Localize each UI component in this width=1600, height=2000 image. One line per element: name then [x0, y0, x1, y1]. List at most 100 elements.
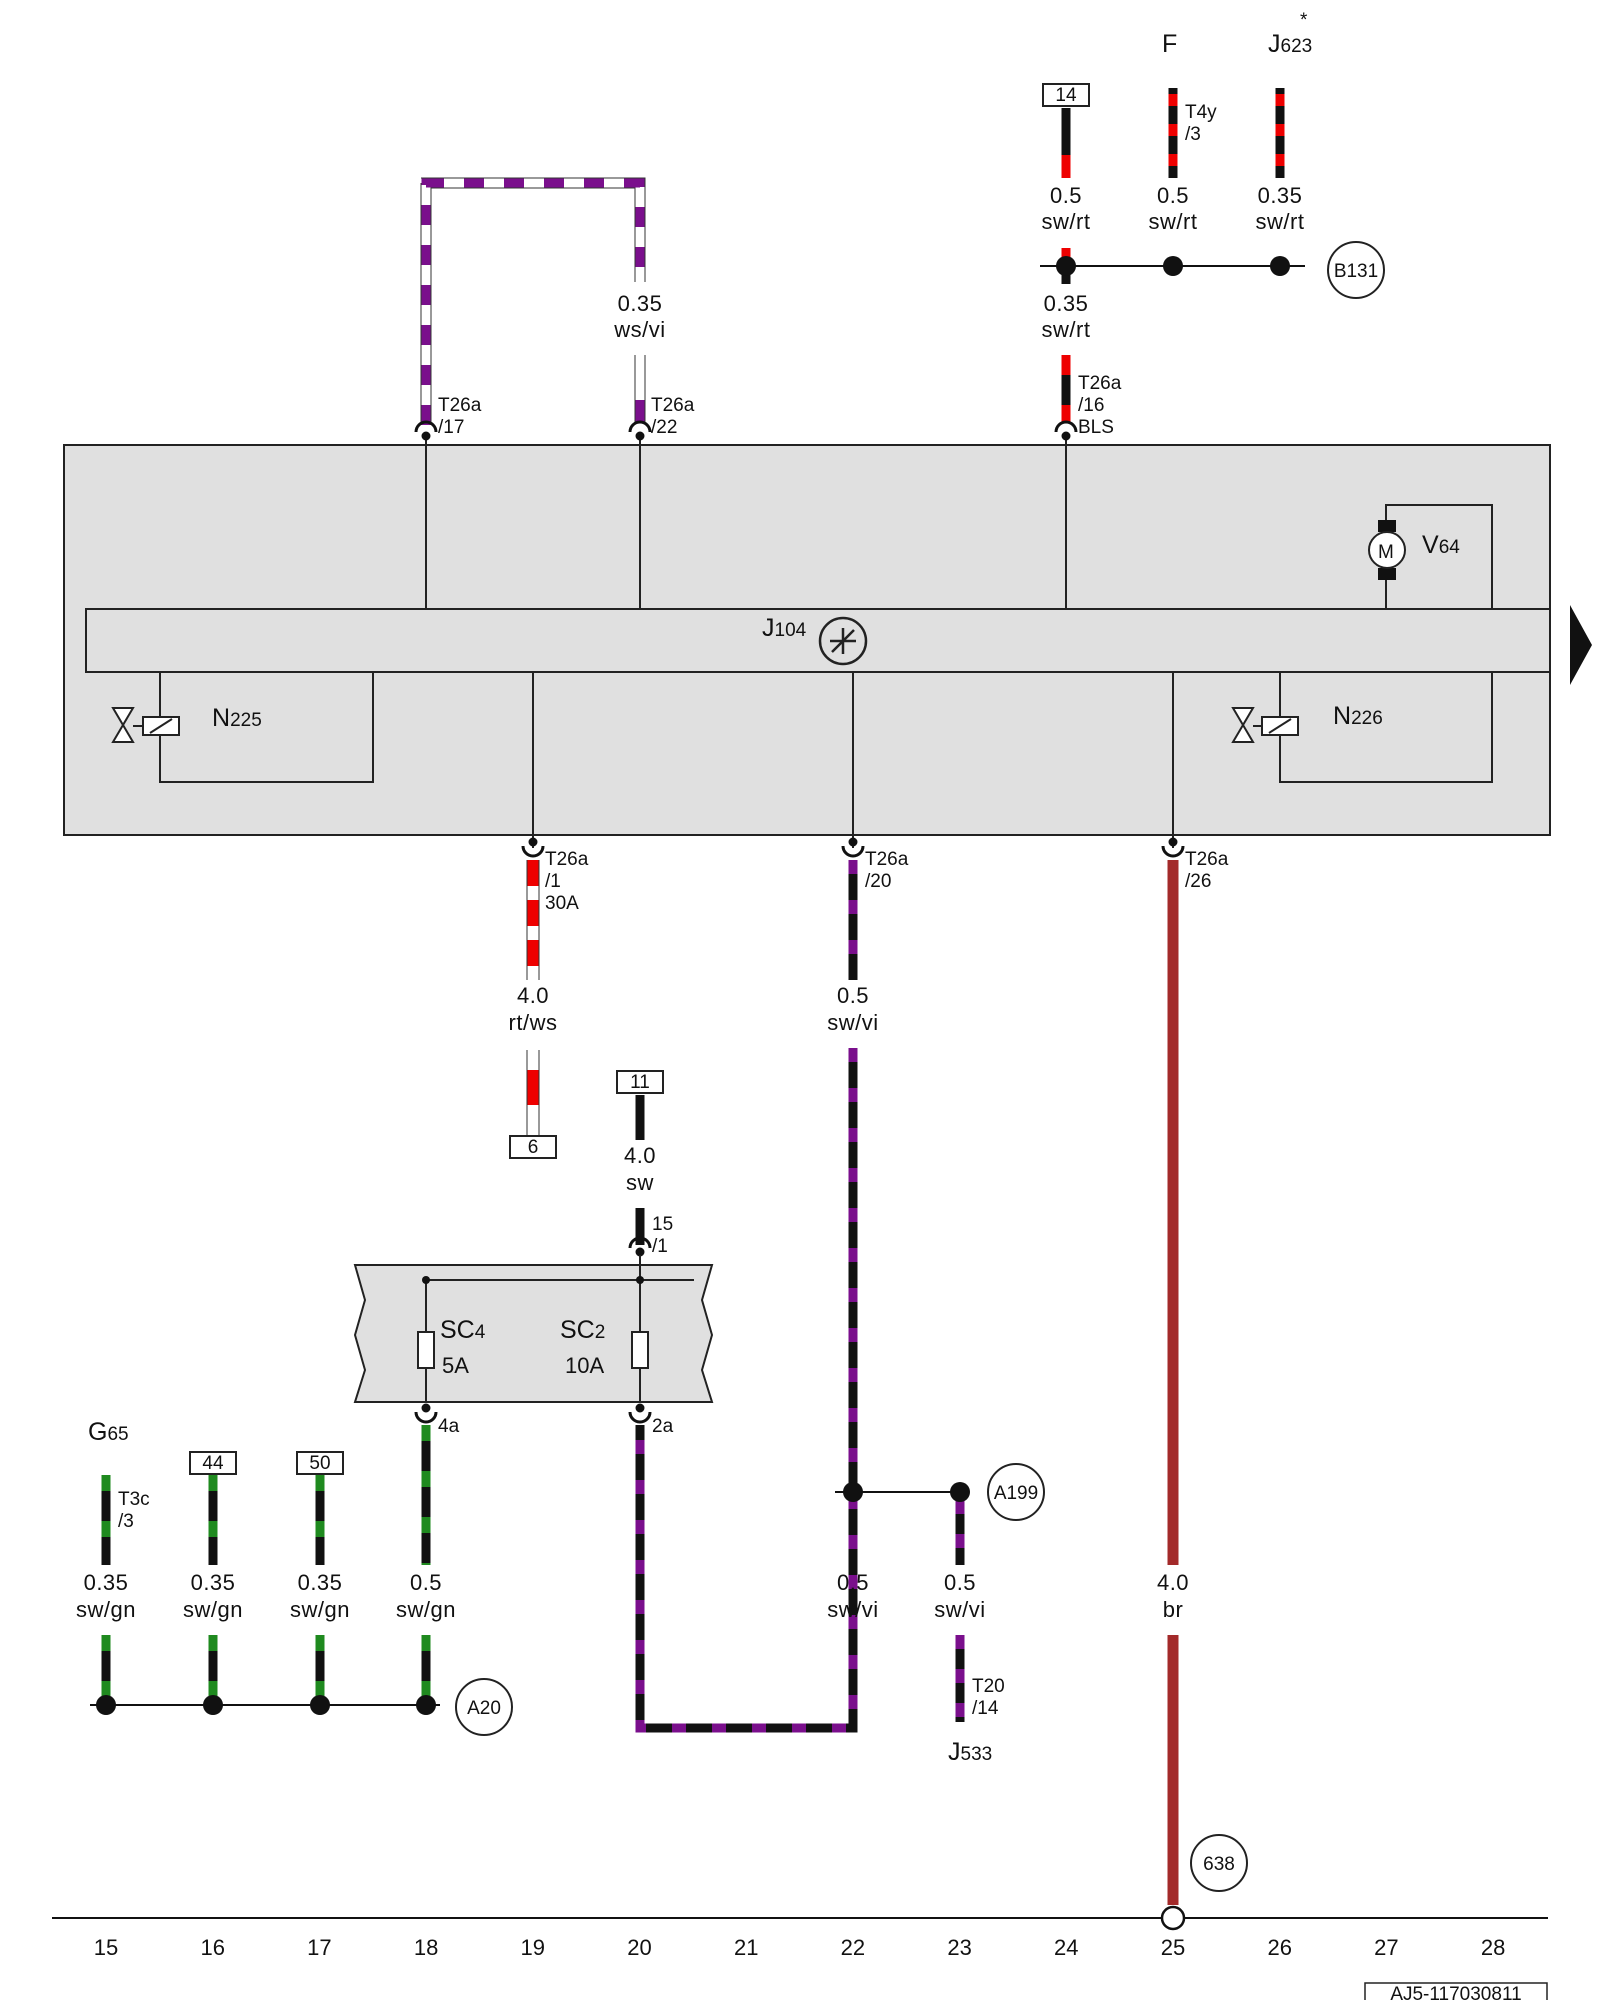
- svg-text:4a: 4a: [438, 1416, 460, 1437]
- motor-icon: [1368, 520, 1406, 580]
- svg-text:/3: /3: [1185, 124, 1201, 145]
- svg-text:2a: 2a: [652, 1416, 674, 1437]
- ruler-tick-26: 26: [1267, 1935, 1291, 1960]
- svg-text:0.5: 0.5: [837, 983, 869, 1008]
- svg-text:sw/vi: sw/vi: [827, 1010, 878, 1035]
- ref-box-50: 50: [309, 1453, 330, 1474]
- control-unit-housing: [63, 444, 1592, 836]
- svg-text:T26a: T26a: [1185, 849, 1229, 870]
- svg-text:0.35: 0.35: [1044, 291, 1089, 316]
- svg-text:T4y: T4y: [1185, 102, 1217, 123]
- svg-text:sw/rt: sw/rt: [1042, 209, 1091, 234]
- svg-text:sw/rt: sw/rt: [1149, 209, 1198, 234]
- svg-text:sw/vi: sw/vi: [934, 1597, 985, 1622]
- svg-text:0.35: 0.35: [1258, 183, 1303, 208]
- wire-labels: 0.35 ws/vi 0.5 sw/rt 0.5 sw/rt 0.35 sw/r…: [76, 183, 1304, 1622]
- svg-text:0.35: 0.35: [84, 1570, 129, 1595]
- svg-text:sw/gn: sw/gn: [76, 1597, 136, 1622]
- svg-text:T26a: T26a: [865, 849, 909, 870]
- svg-text:sw/gn: sw/gn: [183, 1597, 243, 1622]
- svg-text:rt/ws: rt/ws: [509, 1010, 558, 1035]
- sc2-label: SC2: [560, 1316, 605, 1344]
- ref-a199[interactable]: A199: [994, 1483, 1038, 1504]
- svg-text:30A: 30A: [545, 893, 579, 914]
- svg-text:/1: /1: [545, 871, 561, 892]
- connection-labels: T26a /17 T26a /22 T26a /16 BLS T4y /3 T2…: [118, 102, 1229, 1719]
- v64-label: V64: [1422, 531, 1460, 559]
- svg-text:4.0: 4.0: [1157, 1570, 1189, 1595]
- svg-text:sw/vi: sw/vi: [827, 1597, 878, 1622]
- column-ruler: 15 16 17 18 19 20 21 22 23 24 25 26 27 28: [94, 1935, 1506, 1960]
- svg-text:0.5: 0.5: [1050, 183, 1082, 208]
- ruler-tick-21: 21: [734, 1935, 758, 1960]
- ref-box-14: 14: [1055, 85, 1077, 106]
- j104-label: J104: [762, 614, 807, 642]
- ruler-tick-22: 22: [841, 1935, 865, 1960]
- svg-text:BLS: BLS: [1078, 417, 1114, 438]
- svg-text:0.5: 0.5: [1157, 183, 1189, 208]
- ruler-tick-18: 18: [414, 1935, 438, 1960]
- svg-text:/17: /17: [438, 417, 464, 438]
- fuse-f-label: F: [1162, 30, 1177, 58]
- ruler-tick-25: 25: [1161, 1935, 1185, 1960]
- wires: [90, 88, 1305, 1905]
- ruler-tick-24: 24: [1054, 1935, 1078, 1960]
- drawing-id-box: AJ5-117030811: [1364, 1982, 1548, 2000]
- svg-text:T26a: T26a: [438, 395, 482, 416]
- svg-text:/20: /20: [865, 871, 891, 892]
- svg-text:/26: /26: [1185, 871, 1211, 892]
- svg-text:br: br: [1163, 1597, 1184, 1622]
- ref-b131[interactable]: B131: [1334, 261, 1378, 282]
- j533-label: J533: [948, 1738, 992, 1766]
- svg-text:/16: /16: [1078, 395, 1104, 416]
- ref-box-11: 11: [630, 1072, 650, 1093]
- ref-a20[interactable]: A20: [467, 1698, 501, 1719]
- svg-text:T26a: T26a: [545, 849, 589, 870]
- ruler-tick-28: 28: [1481, 1935, 1505, 1960]
- ground-bus: [52, 1905, 1548, 1931]
- ruler-tick-20: 20: [627, 1935, 651, 1960]
- j623-label: J623: [1268, 30, 1312, 58]
- valve-icon-n225: [111, 707, 180, 743]
- n226-label: N226: [1333, 702, 1383, 730]
- n225-label: N225: [212, 704, 262, 732]
- j623-asterisk: *: [1300, 10, 1308, 31]
- svg-text:0.35: 0.35: [191, 1570, 236, 1595]
- reference-circles: [455, 241, 1385, 1892]
- svg-text:sw/rt: sw/rt: [1042, 317, 1091, 342]
- splice-points: [96, 256, 1290, 1715]
- sc4-rating: 5A: [442, 1353, 469, 1378]
- svg-text:15: 15: [652, 1214, 673, 1235]
- connector-pins: [414, 420, 1185, 1424]
- ruler-tick-16: 16: [200, 1935, 224, 1960]
- g65-label: G65: [88, 1418, 129, 1446]
- svg-text:4.0: 4.0: [517, 983, 549, 1008]
- svg-text:/22: /22: [651, 417, 677, 438]
- svg-text:sw/gn: sw/gn: [290, 1597, 350, 1622]
- ruler-tick-23: 23: [947, 1935, 971, 1960]
- ref-638[interactable]: 638: [1203, 1854, 1235, 1875]
- sc2-rating: 10A: [565, 1353, 604, 1378]
- reference-boxes: [189, 83, 1090, 1475]
- svg-text:0.5: 0.5: [410, 1570, 442, 1595]
- svg-text:0.5: 0.5: [944, 1570, 976, 1595]
- svg-text:T26a: T26a: [651, 395, 695, 416]
- svg-text:sw/rt: sw/rt: [1256, 209, 1305, 234]
- svg-text:sw/gn: sw/gn: [396, 1597, 456, 1622]
- ruler-tick-17: 17: [307, 1935, 331, 1960]
- continue-arrow-icon[interactable]: [1570, 605, 1592, 685]
- sc4-label: SC4: [440, 1316, 486, 1344]
- svg-text:AJ5-117030811: AJ5-117030811: [1390, 1984, 1521, 2000]
- svg-text:T26a: T26a: [1078, 373, 1122, 394]
- svg-text:/1: /1: [652, 1236, 668, 1257]
- ruler-tick-19: 19: [521, 1935, 545, 1960]
- ruler-tick-27: 27: [1374, 1935, 1398, 1960]
- ref-box-44: 44: [202, 1453, 224, 1474]
- ref-box-6: 6: [528, 1137, 539, 1158]
- fuse-holder: [353, 1255, 714, 1403]
- ruler-tick-15: 15: [94, 1935, 118, 1960]
- svg-text:T3c: T3c: [118, 1489, 150, 1510]
- valve-icon-n226: [1231, 707, 1299, 743]
- svg-text:0.35: 0.35: [618, 291, 663, 316]
